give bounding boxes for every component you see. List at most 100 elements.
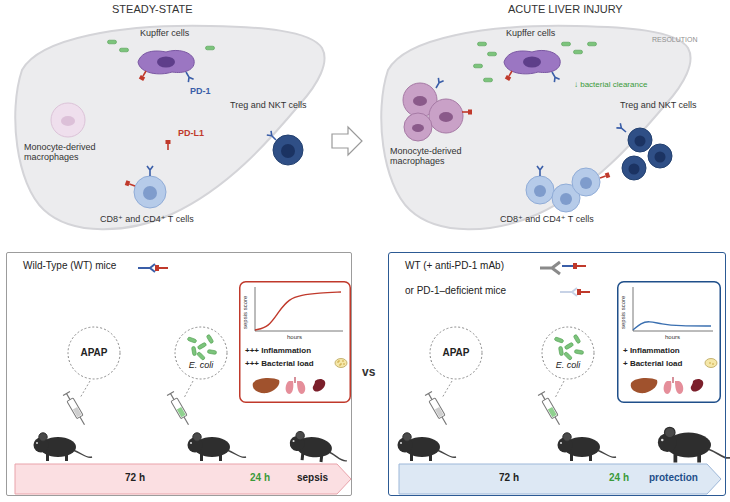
petri-dish bbox=[335, 359, 347, 368]
node-text: E. coli bbox=[541, 360, 595, 370]
node-text: WT (+ anti-PD-1 mAb) bbox=[405, 260, 504, 272]
colony bbox=[339, 364, 341, 366]
node-text: hours bbox=[287, 334, 302, 341]
bacteria bbox=[474, 42, 597, 82]
cell-label: CD8⁺ and CD4⁺ T cells bbox=[500, 214, 594, 224]
ligand-label: PD-L1 bbox=[178, 128, 204, 138]
mouse bbox=[34, 433, 93, 461]
cell-label: Monocyte-derived macrophages bbox=[390, 146, 482, 167]
colony bbox=[342, 360, 344, 362]
bacterium bbox=[554, 337, 564, 343]
illustration-part bbox=[629, 164, 640, 175]
node-text: 72 h bbox=[499, 472, 519, 484]
liver-outline bbox=[15, 26, 324, 229]
timeline-band: 72 h24 hsepsis bbox=[15, 464, 351, 494]
node-text: APAP bbox=[67, 347, 121, 359]
illustration-part bbox=[108, 40, 117, 44]
kupffer-cell bbox=[138, 50, 194, 82]
bacterium bbox=[197, 352, 206, 361]
illustration-part bbox=[572, 168, 600, 196]
illustration-part bbox=[313, 379, 326, 392]
illustration-part bbox=[478, 42, 487, 46]
circle-outline bbox=[68, 327, 120, 379]
cell-label: Treg and NKT cells bbox=[620, 100, 697, 110]
organ-icons bbox=[631, 377, 704, 394]
agent-circle: E. coli bbox=[174, 326, 228, 380]
syringe bbox=[538, 392, 563, 427]
illustration-part bbox=[134, 176, 166, 208]
node-text: protection bbox=[649, 472, 698, 484]
illustration-part bbox=[253, 378, 280, 393]
node-text: + Bacterial load bbox=[623, 359, 682, 368]
cell-label: Kupffer cells bbox=[506, 28, 555, 38]
cell-label: Kupffer cells bbox=[140, 28, 189, 38]
inset-border bbox=[240, 282, 351, 403]
illustration-part bbox=[537, 166, 543, 176]
illustration-part bbox=[139, 70, 148, 81]
petri-dish bbox=[705, 359, 717, 368]
panel-heading: ACUTE LIVER INJURY bbox=[508, 3, 623, 16]
effect-label: ↓ bacterial clearance bbox=[574, 80, 647, 89]
illustration-part bbox=[51, 103, 85, 137]
illustration-part bbox=[488, 52, 497, 56]
illustration-part bbox=[294, 377, 296, 383]
node-text: +++ Bacterial load bbox=[245, 359, 314, 368]
illustration-part bbox=[120, 48, 129, 52]
kupffer-cell bbox=[504, 50, 560, 82]
node-text: 24 h bbox=[250, 472, 270, 484]
mouse bbox=[188, 433, 247, 461]
node-text: or PD-1–deficient mice bbox=[405, 285, 506, 297]
illustration-part bbox=[504, 50, 560, 73]
circle-shape bbox=[174, 326, 228, 380]
node-text: sepsis score bbox=[242, 296, 249, 329]
illustration-part bbox=[157, 57, 175, 68]
mouse bbox=[288, 431, 349, 465]
mouse bbox=[558, 433, 617, 461]
illustration-part bbox=[155, 265, 159, 271]
bacterium bbox=[573, 334, 581, 344]
bacterium bbox=[574, 349, 583, 354]
condition-panel: Wild-Type (WT) miceAPAPE. colisepsis sco… bbox=[6, 252, 352, 496]
illustration-part bbox=[433, 78, 443, 90]
illustration-part bbox=[534, 185, 546, 197]
bacterium bbox=[197, 342, 207, 350]
illustration-part bbox=[573, 263, 577, 269]
illustration-part bbox=[184, 381, 193, 398]
illustration-part bbox=[413, 96, 427, 106]
mouse bbox=[658, 427, 730, 462]
circle-outline bbox=[542, 327, 594, 379]
transition-arrow bbox=[332, 127, 362, 155]
illustration-part bbox=[404, 113, 432, 141]
agent-circle: E. coli bbox=[541, 326, 595, 380]
node-text: sepsis bbox=[297, 472, 328, 484]
illustration-part bbox=[523, 57, 541, 68]
illustration-part bbox=[562, 42, 571, 46]
inset-border bbox=[618, 282, 721, 403]
inset-shape bbox=[617, 281, 721, 403]
macrophage bbox=[51, 103, 85, 137]
colony bbox=[337, 361, 339, 363]
illustration-part bbox=[267, 131, 278, 142]
node-text: hours bbox=[665, 334, 680, 341]
colony bbox=[709, 362, 711, 364]
timeline-arrow bbox=[399, 464, 721, 494]
cell-label: CD8⁺ and CD4⁺ T cells bbox=[100, 214, 194, 224]
bacterium bbox=[207, 349, 216, 354]
illustration-part bbox=[648, 144, 672, 168]
colony bbox=[340, 363, 342, 365]
illustration-part bbox=[576, 265, 586, 267]
node-text: 24 h bbox=[609, 472, 629, 484]
illustration-part bbox=[125, 180, 136, 188]
illustration-part bbox=[588, 42, 597, 46]
mouse bbox=[398, 433, 457, 461]
illustration-part bbox=[412, 124, 424, 132]
colony bbox=[712, 363, 714, 365]
illustration-part bbox=[281, 144, 295, 158]
illustration-part bbox=[526, 176, 554, 204]
illustration-part bbox=[158, 267, 168, 269]
sepsis-curve bbox=[255, 292, 341, 330]
inset-shape bbox=[239, 281, 351, 403]
circle-outline bbox=[430, 327, 482, 379]
cell-label: Monocyte-derived macrophages bbox=[24, 142, 116, 163]
